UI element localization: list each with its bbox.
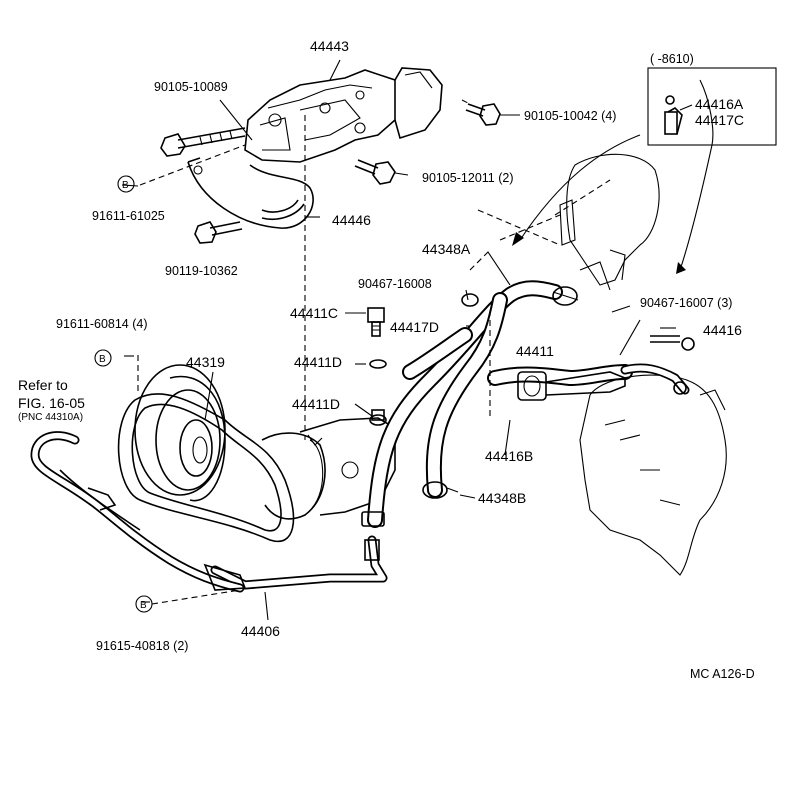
bolt-90105-12011 <box>354 159 396 185</box>
bolt-marker-label: B <box>122 180 129 191</box>
diagram-code: MC A126-D <box>690 667 755 681</box>
reservoir <box>559 153 660 291</box>
label-44446: 44446 <box>332 212 371 228</box>
hose-clamp-90467-16008 <box>461 293 479 307</box>
label-90467-16008: 90467-16008 <box>358 277 432 291</box>
label-44411D-upper: 44411D <box>294 354 342 370</box>
drive-belt <box>117 393 295 543</box>
label-44411: 44411 <box>516 343 554 359</box>
leader-lines <box>137 99 713 605</box>
label-91611-61025: 91611-61025 <box>92 209 165 223</box>
label-44416: 44416 <box>703 322 742 338</box>
label-44406: 44406 <box>241 623 280 639</box>
pulley-44319 <box>134 364 226 502</box>
bolt-90105-10089 <box>160 127 246 157</box>
bolt-90119-10362 <box>194 221 243 244</box>
label-91611-60814: 91611-60814 (4) <box>56 317 148 331</box>
bolt-marker-3: B <box>135 595 153 613</box>
label-44417D: 44417D <box>390 319 439 335</box>
pump-bracket-44443 <box>244 67 443 163</box>
label-44411D-lower: 44411D <box>292 396 340 412</box>
label-90105-10042: 90105-10042 (4) <box>524 109 616 123</box>
pump-body <box>261 417 396 520</box>
bolt-marker-label: B <box>99 354 106 365</box>
bolt-90105-10042 <box>465 103 501 126</box>
label-connectors <box>121 59 693 621</box>
label-44443: 44443 <box>310 38 349 54</box>
adjusting-bar-44446 <box>187 157 314 229</box>
union-44411 <box>517 371 626 401</box>
washer-44411D-a <box>369 359 387 369</box>
washer-44411D-b <box>369 409 387 426</box>
label-44417C: 44417C <box>695 112 744 128</box>
bolt-marker-label: B <box>140 600 147 611</box>
label-44411C: 44411C <box>290 305 338 321</box>
refer-figure-text: FIG. 16-05 <box>18 395 85 411</box>
bolt-marker-1: B <box>117 175 135 193</box>
engine-block-outline <box>579 374 727 576</box>
hose-clamp-44348B <box>422 481 459 499</box>
label-90105-10089: 90105-10089 <box>154 80 228 94</box>
label-44348B: 44348B <box>478 490 526 506</box>
refer-to-text: Refer to <box>18 377 68 393</box>
label-44319: 44319 <box>186 354 225 370</box>
label-44416B: 44416B <box>485 448 533 464</box>
bolt-marker-2: B <box>94 349 112 367</box>
label-90105-12011: 90105-12011 (2) <box>422 171 514 185</box>
refer-pnc-text: (PNC 44310A) <box>18 412 83 423</box>
label-90467-16007: 90467-16007 (3) <box>640 296 732 310</box>
suction-hose <box>425 292 508 498</box>
pressure-line <box>210 511 388 590</box>
hose-clamp-44348A <box>552 286 579 306</box>
inset-serial-range: ( -8610) <box>650 52 694 66</box>
fitting-44411C <box>367 307 385 337</box>
return-hose-44348A <box>367 280 563 528</box>
label-90119-10362: 90119-10362 <box>165 264 238 278</box>
lines-to-steering-gear <box>620 335 695 395</box>
label-44416A: 44416A <box>695 96 744 112</box>
oil-cooler-44406 <box>30 431 247 593</box>
label-91615-40818: 91615-40818 (2) <box>96 639 188 653</box>
label-44348A: 44348A <box>422 241 471 257</box>
